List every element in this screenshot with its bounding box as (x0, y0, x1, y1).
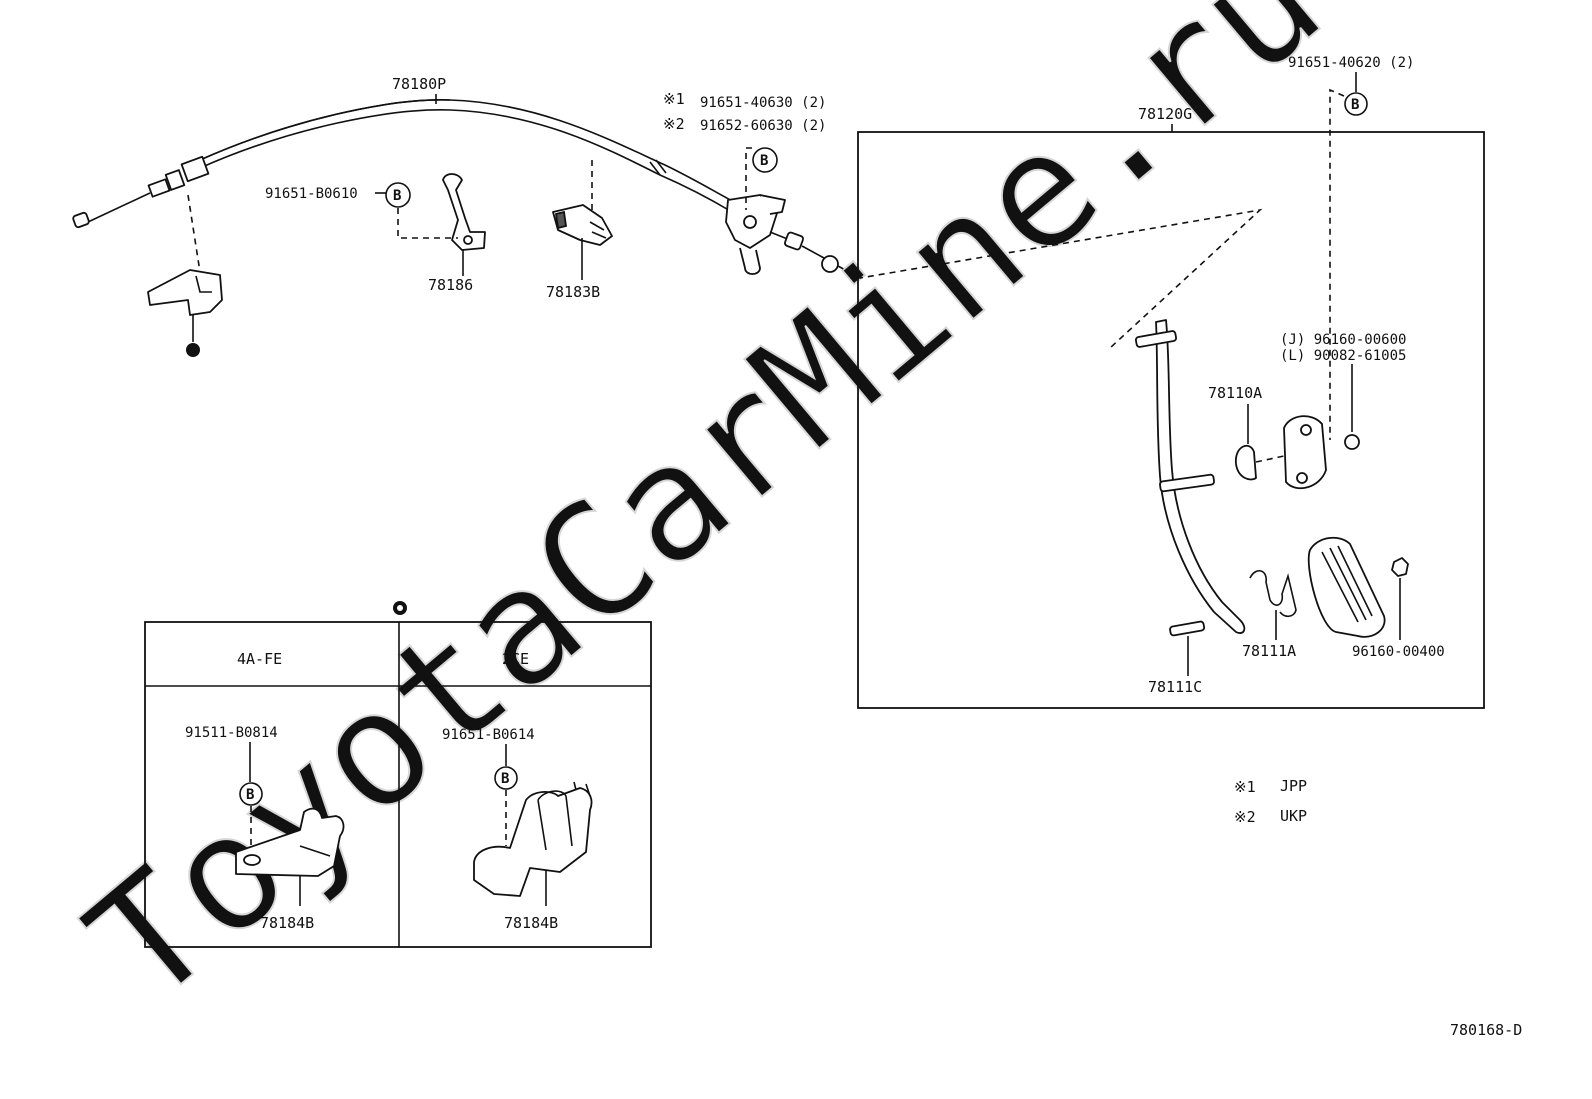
svg-text:B: B (501, 771, 509, 787)
nut-00400-label: 96160-00400 (1352, 644, 1445, 660)
bolt-b-icon: B (494, 766, 518, 790)
diagram-code: 780168-D (1450, 1021, 1522, 1039)
cable-bracket-2ce[interactable] (473, 781, 593, 897)
bolt-b-icon: B (752, 147, 778, 173)
pedal-assembly-box (857, 131, 1485, 709)
bolt-40620-label: 91651-40620 (2) (1288, 55, 1414, 71)
bracket-2ce-label: 78184B (504, 914, 558, 932)
bolt-b0814-label: 91511-B0814 (185, 725, 278, 741)
pin-label: 78111C (1148, 678, 1202, 696)
bracket-variant-table (144, 621, 652, 948)
marker-dot-icon (186, 343, 200, 357)
bracket-4a-fe-label: 78184B (260, 914, 314, 932)
bracket-clamp-78186[interactable] (442, 173, 486, 251)
spring-label: 78111A (1242, 642, 1296, 660)
bolt-b-icon: B (1344, 92, 1368, 116)
table-col-2ce: 2CE (502, 650, 529, 668)
note-2-text: UKP (1280, 807, 1307, 825)
pedal-assembly-label: 78120G (1138, 105, 1192, 123)
bolt-40630-label: 91651-40630 (2) (700, 95, 826, 111)
pedal-support-78110a[interactable] (1235, 415, 1327, 490)
note-mark-2-legend: ※2 (1234, 808, 1256, 826)
washer-icon (1344, 434, 1360, 450)
accelerator-cable[interactable] (72, 99, 839, 275)
pedal-spring-78111a[interactable] (1249, 570, 1297, 618)
bolt-60630-label: 91652-60630 (2) (700, 118, 826, 134)
pedal-pad[interactable] (1307, 536, 1386, 638)
svg-text:ToyotaCarMine.ru: ToyotaCarMine.ru (54, 0, 1355, 1039)
cable-bracket (147, 194, 223, 357)
svg-text:B: B (1351, 97, 1359, 113)
bolt-b-icon: B (239, 782, 263, 806)
watermark: ToyotaCarMine.ru (53, 0, 1356, 1040)
pedal-pin-78111c[interactable] (1169, 620, 1206, 637)
note-mark-2: ※2 (663, 115, 685, 133)
note-1-text: JPP (1280, 777, 1307, 795)
support-label: 78110A (1208, 384, 1262, 402)
bolt-b-icon: B (385, 182, 411, 208)
bolt-b0614-label: 91651-B0614 (442, 727, 535, 743)
note-mark-1-legend: ※1 (1234, 778, 1256, 796)
cable-clamp-label: 78183B (546, 283, 600, 301)
bolt-b0610-label: 91651-B0610 (265, 186, 358, 202)
bracket-clamp-label: 78186 (428, 276, 473, 294)
accelerator-pedal-arm[interactable] (1135, 319, 1246, 634)
cable-label: 78180P (392, 75, 446, 93)
table-col-4a-fe: 4A-FE (237, 650, 282, 668)
svg-text:B: B (760, 153, 768, 169)
svg-text:B: B (393, 188, 401, 204)
cable-clamp-78183b[interactable] (552, 204, 613, 246)
cable-bracket-4a-fe[interactable] (235, 807, 345, 877)
washer-l-label: (L) 90082-61005 (1280, 348, 1406, 364)
note-mark-1: ※1 (663, 90, 685, 108)
nut-icon (1391, 557, 1409, 577)
washer-j-label: (J) 96160-00600 (1280, 332, 1406, 348)
svg-text:B: B (246, 787, 254, 803)
